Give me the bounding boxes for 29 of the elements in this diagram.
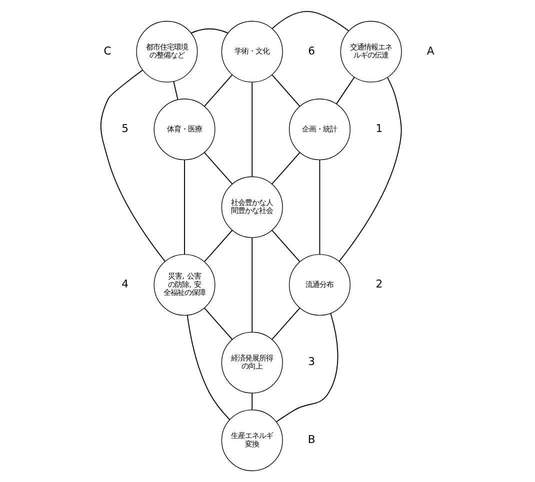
connector (172, 80, 178, 100)
connector (271, 230, 300, 262)
connector (203, 152, 232, 184)
connector (186, 314, 230, 420)
node-label: 3 (308, 355, 315, 368)
connector (251, 392, 252, 410)
connector (100, 70, 165, 262)
connector (338, 77, 402, 262)
node-label: B (307, 432, 315, 446)
node-label: 6 (308, 44, 315, 58)
connector (251, 237, 252, 333)
node-label: 1 (375, 122, 382, 135)
connector (271, 11, 349, 32)
connector (251, 82, 252, 178)
node-label: 5 (121, 122, 128, 135)
connector (204, 74, 232, 107)
node-label: C (103, 44, 111, 58)
node-label: 4 (121, 277, 128, 290)
connector (318, 160, 320, 255)
connector (336, 76, 354, 104)
connector (203, 308, 232, 340)
connector (271, 74, 300, 107)
node-label: 2 (375, 277, 382, 290)
connector (276, 313, 338, 422)
node-label: A (426, 44, 434, 58)
connector (271, 152, 300, 184)
connector (190, 28, 228, 34)
connector (204, 230, 232, 262)
connector (271, 308, 300, 340)
